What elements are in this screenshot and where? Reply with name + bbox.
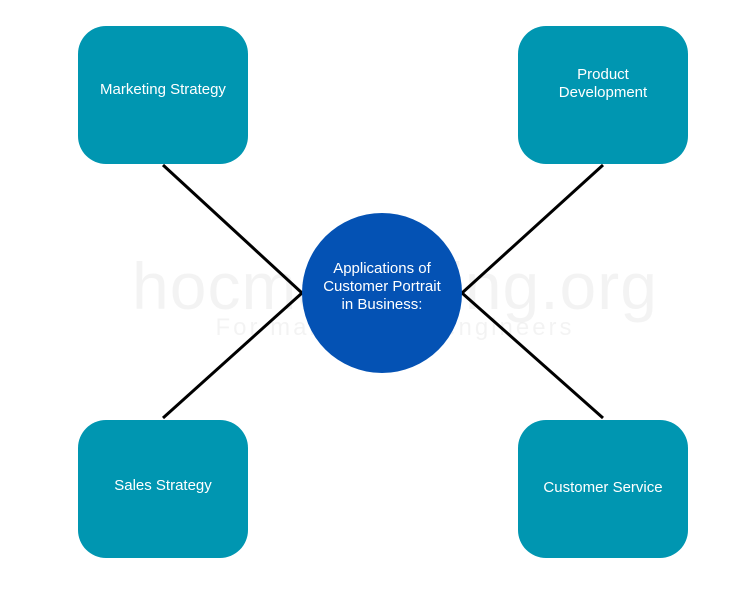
connector-top-left <box>161 163 304 295</box>
connector-bottom-left <box>161 291 304 420</box>
product-development-label: Product Development <box>558 66 648 101</box>
customer-service-node: Customer Service <box>518 420 688 558</box>
marketing-strategy-node: Marketing Strategy <box>78 26 248 164</box>
marketing-strategy-label: Marketing Strategy <box>100 81 226 98</box>
central-hub-node: Applications of Customer Portrait in Bus… <box>302 213 462 373</box>
connector-bottom-right <box>461 291 604 420</box>
connector-top-right <box>460 163 605 295</box>
product-development-node: Product Development <box>518 26 688 164</box>
central-hub-label: Applications of Customer Portrait in Bus… <box>323 259 441 313</box>
sales-strategy-label: Sales Strategy <box>114 477 212 494</box>
customer-service-label: Customer Service <box>543 479 663 496</box>
sales-strategy-node: Sales Strategy <box>78 420 248 558</box>
